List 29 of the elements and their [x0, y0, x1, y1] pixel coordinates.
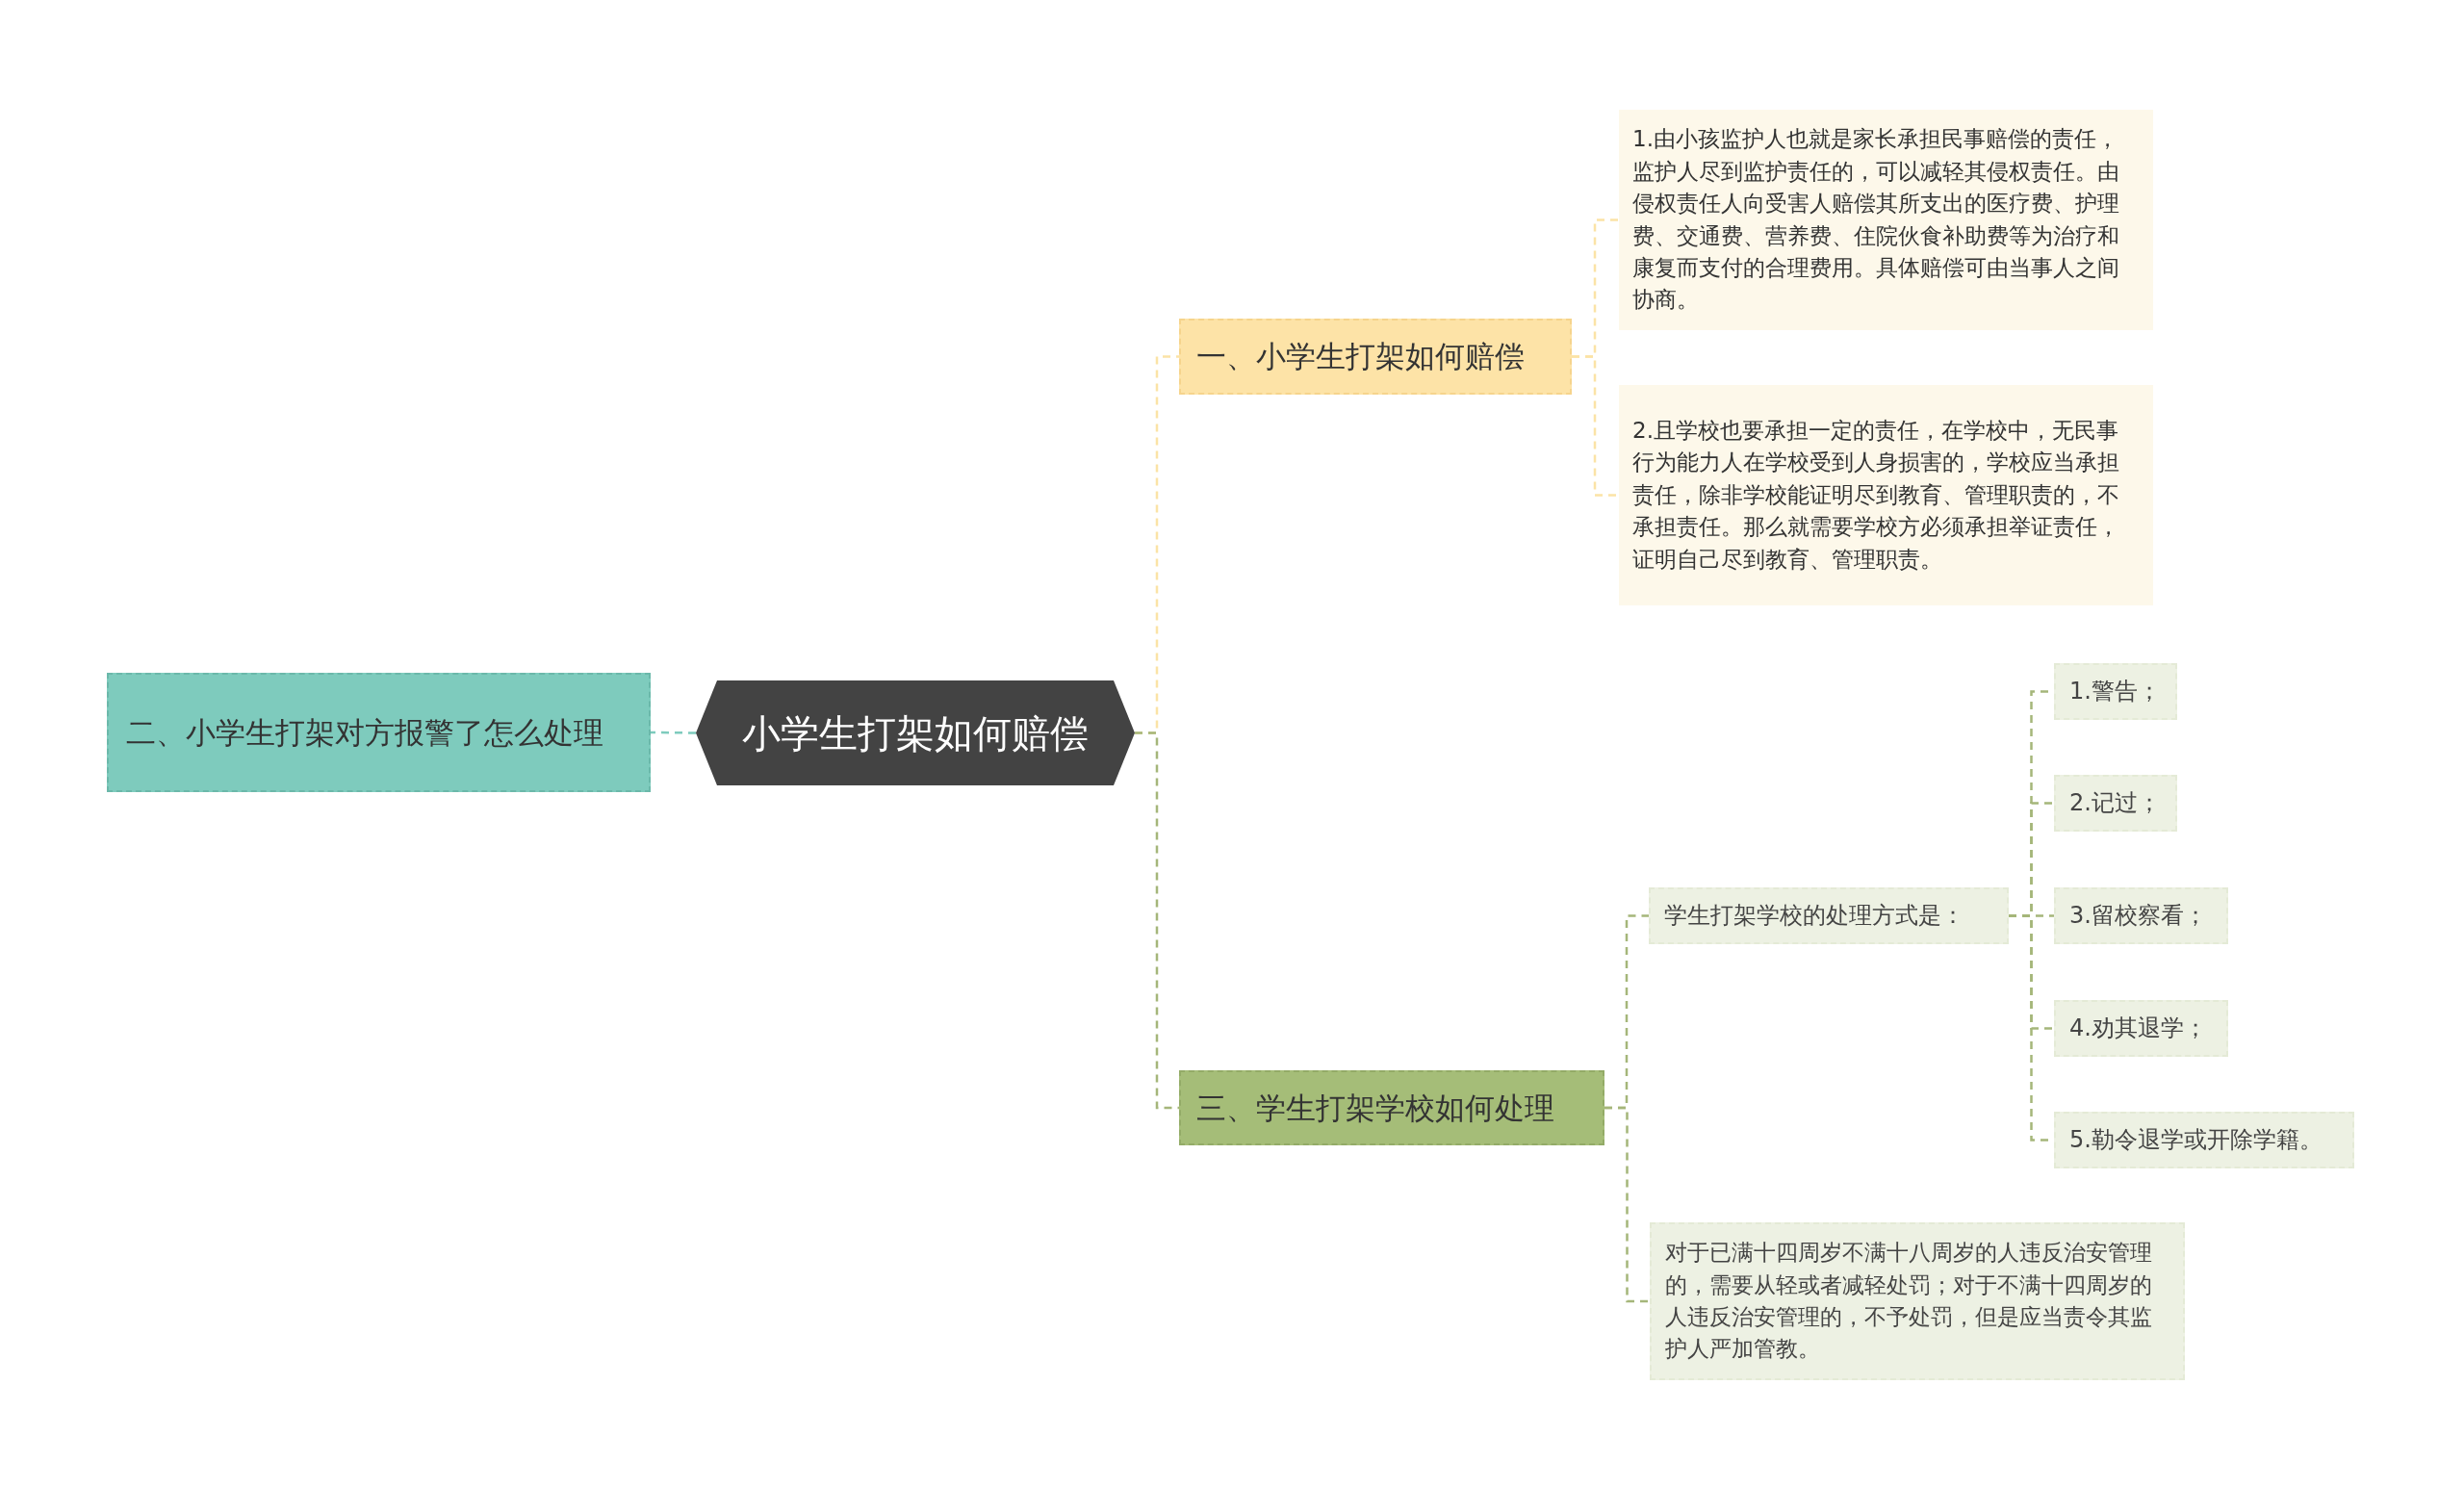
node-text: 三、学生打架学校如何处理 — [1196, 1089, 1554, 1127]
node-text: 5.勒令退学或开除学籍。 — [2069, 1125, 2323, 1156]
connector-line — [1604, 1106, 1650, 1303]
text-card — [1619, 110, 2153, 330]
node-text: 二、小学生打架对方报警了怎么处理 — [126, 713, 603, 752]
item-box — [2054, 1000, 2228, 1057]
node-text: 2.记过； — [2069, 788, 2161, 819]
branch-box — [1179, 319, 1572, 395]
topic-text: 小学生打架如何赔偿 — [742, 709, 1089, 757]
item-box — [2054, 663, 2177, 720]
connector-line — [1135, 731, 1179, 1110]
node-text: 2.且学校也要承担一定的责任，在学校中，无民事行为能力人在学校受到人身损害的，学校应当承担责任，除非学校能证明尽到教育、管理职责的，不承担责任。那么就需要学校方必须承担举证责任，证明自己尽到教育、管理职责。 — [1632, 417, 2120, 574]
item-box — [2054, 1112, 2354, 1168]
item-box — [2054, 887, 2228, 944]
node-text: 1.警告； — [2069, 677, 2161, 707]
branch-box — [107, 673, 651, 792]
node-text: 3.留校察看； — [2069, 901, 2207, 932]
node-text: 4.劝其退学； — [2069, 1013, 2207, 1044]
item-box — [1649, 887, 2009, 944]
connector-line — [1572, 355, 1619, 497]
node-text: 学生打架学校的处理方式是： — [1664, 901, 1964, 932]
item-box — [2054, 775, 2177, 832]
topic-hexagon — [696, 680, 1135, 785]
branch-box — [1179, 1070, 1604, 1145]
node-text: 1.由小孩监护人也就是家长承担民事赔偿的责任，监护人尽到监护责任的，可以减轻其侵权责任。由侵权责任人向受害人赔偿其所支出的医疗费、护理费、交通费、营养费、住院伙食补助费等为治疗和康复而支付的合理费用。具体赔偿可由当事人之间协商。 — [1632, 125, 2120, 315]
node-text: 一、小学生打架如何赔偿 — [1196, 338, 1525, 376]
node-text: 对于已满十四周岁不满十八周岁的人违反治安管理的，需要从轻或者减轻处罚；对于不满十四周岁的人违反治安管理的，不予处罚，但是应当责令其监护人严加管教。 — [1665, 1239, 2153, 1364]
connector-line — [651, 731, 696, 734]
item-box — [1650, 1222, 2185, 1380]
